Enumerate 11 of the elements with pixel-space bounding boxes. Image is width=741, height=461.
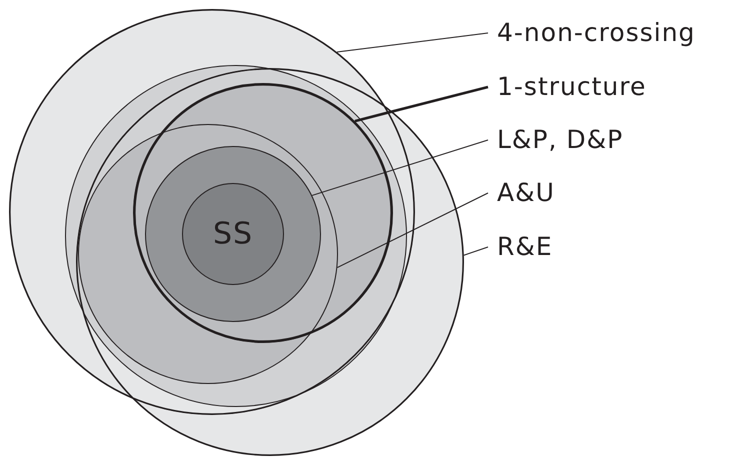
set-name-label: L&P, D&P bbox=[497, 125, 624, 155]
leader-line bbox=[312, 140, 488, 196]
set-name-label: 4-non-crossing bbox=[497, 18, 696, 48]
leader-line bbox=[354, 86, 488, 122]
set-name-label: 1-structure bbox=[497, 72, 646, 102]
leader-line bbox=[336, 32, 488, 53]
set-name-label: R&E bbox=[497, 232, 553, 262]
set-name-label: A&U bbox=[497, 178, 555, 208]
set-label: SS bbox=[212, 216, 254, 252]
leader-line bbox=[463, 246, 488, 256]
leader-line bbox=[336, 192, 488, 268]
